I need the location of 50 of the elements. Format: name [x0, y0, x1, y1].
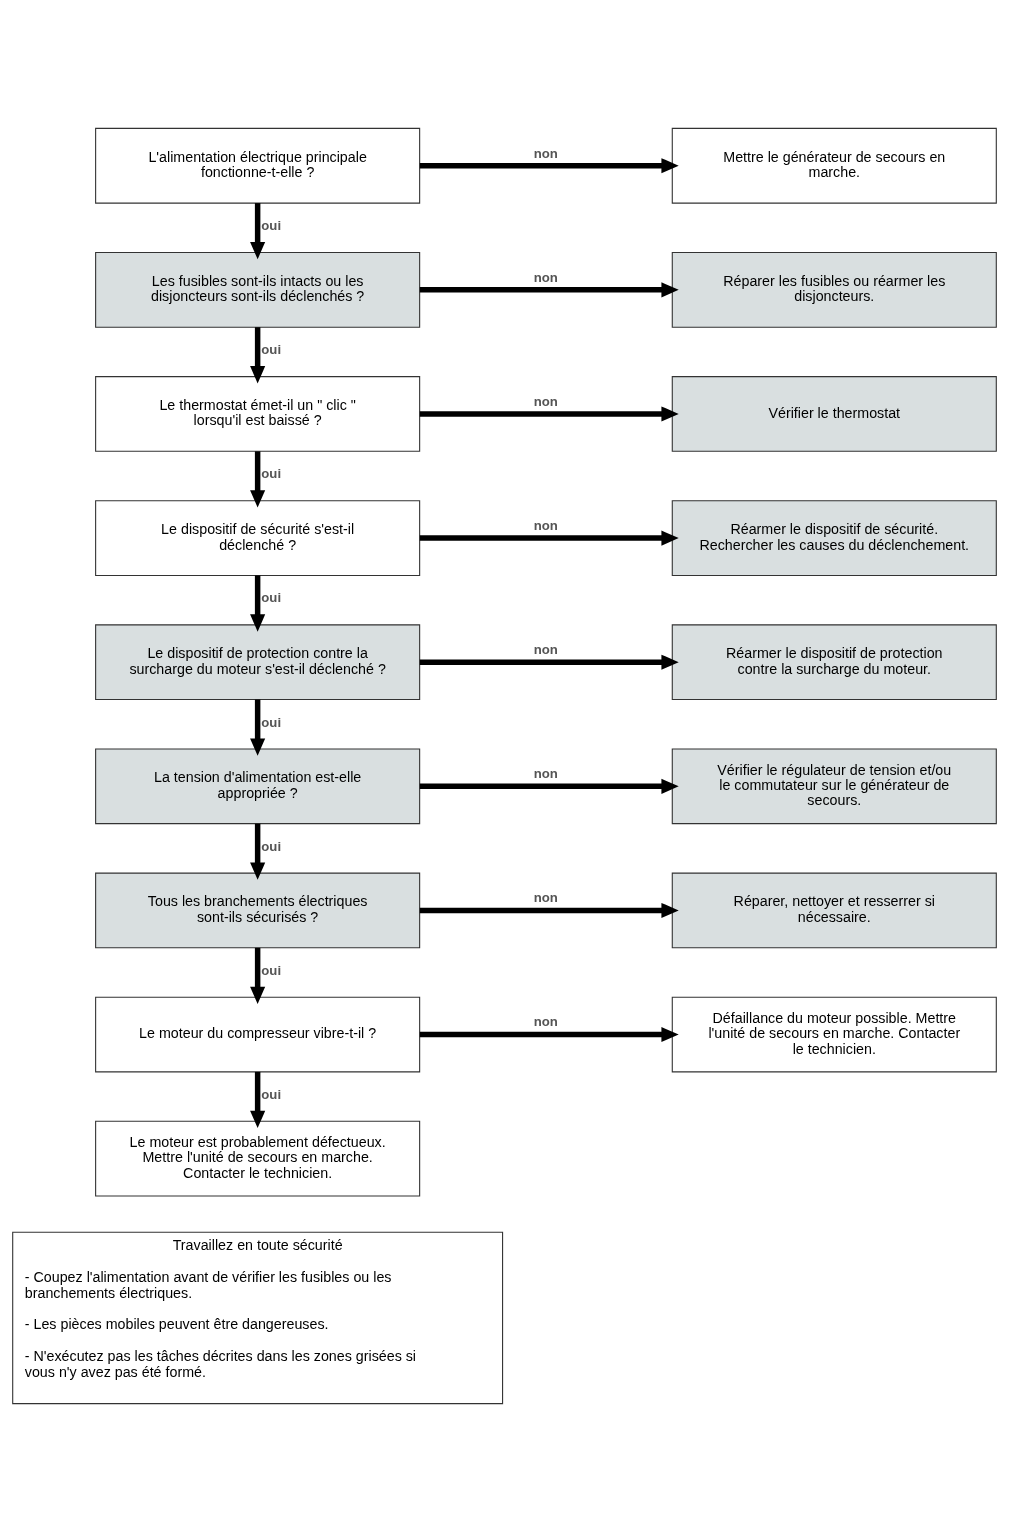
- arrow: [250, 823, 266, 880]
- arrow: [250, 947, 266, 1004]
- arrow: [250, 327, 266, 384]
- node-box: La tension d'alimentation est-elle appropriée ?: [95, 748, 421, 825]
- edge-label: non: [533, 890, 558, 906]
- node-box: Réarmer le dispositif de sécurité. Rechercher les causes du déclenchement.: [671, 500, 997, 576]
- arrow: [250, 575, 266, 632]
- node-box: Le moteur du compresseur vibre-t-il ?: [95, 996, 421, 1073]
- edge-label: oui: [261, 714, 282, 730]
- arrow: [419, 406, 679, 422]
- node-box: Vérifier le thermostat: [671, 376, 997, 452]
- arrow: [419, 530, 679, 546]
- edge-label: non: [533, 393, 558, 409]
- edge-label: non: [533, 269, 558, 285]
- edge-label: oui: [261, 342, 282, 358]
- node-box: Travaillez en toute sécurité - Coupez l'alimentation avant de vérifier les fusibles ou les branchements électriques. - Les pièces mobiles peuvent être dangereuses. - N'exécutez pas les tâches décrites dans les zones grisées si vous n'y avez pas été formé.: [12, 1231, 504, 1405]
- node-box: L'alimentation électrique principale fonctionne-t-elle ?: [95, 127, 421, 204]
- node-box: Réparer les fusibles ou réarmer les disjoncteurs.: [671, 251, 997, 328]
- edge-label: oui: [261, 218, 282, 234]
- node-box: Vérifier le régulateur de tension et/ou le commutateur sur le générateur de secours.: [671, 748, 997, 825]
- node-box: Les fusibles sont-ils intacts ou les disjoncteurs sont-ils déclenchés ?: [95, 251, 421, 328]
- arrow: [250, 451, 266, 508]
- node-box: Défaillance du moteur possible. Mettre l'unité de secours en marche. Contacter le technicien.: [671, 996, 997, 1073]
- edge-label: non: [533, 517, 558, 533]
- arrow: [250, 699, 266, 756]
- arrow: [419, 654, 679, 670]
- edge-label: non: [533, 1014, 558, 1030]
- arrow: [419, 902, 679, 918]
- edge-label: oui: [261, 590, 282, 606]
- node-box: Le dispositif de sécurité s'est-il déclenché ?: [95, 500, 421, 576]
- edge-label: oui: [261, 838, 282, 854]
- arrow: [419, 1027, 679, 1043]
- arrow: [419, 778, 679, 794]
- edge-label: oui: [261, 1086, 282, 1102]
- edge-label: non: [533, 145, 558, 161]
- arrow: [250, 203, 266, 260]
- edge-label: non: [533, 766, 558, 782]
- arrow: [419, 158, 679, 174]
- edge-label: oui: [261, 962, 282, 978]
- node-box: Le moteur est probablement défectueux. Mettre l'unité de secours en marche. Contacter le technicien.: [95, 1120, 421, 1197]
- node-box: Tous les branchements électriques sont-ils sécurisés ?: [95, 872, 421, 949]
- edge-label: oui: [261, 466, 282, 482]
- node-box: Réparer, nettoyer et resserrer si nécessaire.: [671, 872, 997, 949]
- node-box: Réarmer le dispositif de protection contre la surcharge du moteur.: [671, 624, 997, 701]
- arrow: [250, 1071, 266, 1129]
- node-box: Le dispositif de protection contre la surcharge du moteur s'est-il déclenché ?: [95, 624, 421, 701]
- node-box: Mettre le générateur de secours en marche.: [671, 127, 997, 204]
- node-box: Le thermostat émet-il un " clic " lorsqu'il est baissé ?: [95, 376, 421, 452]
- arrow: [419, 282, 679, 298]
- edge-label: non: [533, 642, 558, 658]
